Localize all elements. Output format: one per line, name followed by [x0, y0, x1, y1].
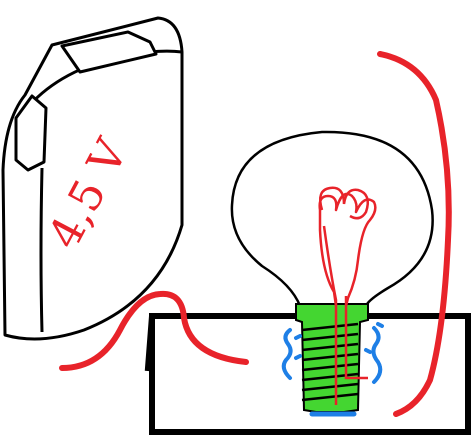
battery-body — [1, 16, 184, 341]
battery-terminal-left — [14, 94, 48, 172]
contact-left-marks — [294, 334, 302, 360]
battery-terminal-top — [60, 30, 158, 74]
wire-from-battery — [59, 290, 249, 371]
bulb-holder-box — [144, 313, 471, 435]
contact-right-marks — [364, 322, 384, 354]
holder-left-side — [149, 313, 471, 435]
filament-loop — [319, 186, 369, 220]
light-bulb — [230, 130, 434, 413]
filament-lead-left — [322, 225, 338, 405]
holder-contacts — [281, 322, 384, 417]
wires — [59, 51, 452, 417]
bulb-screw-threads — [301, 322, 359, 402]
filament-lead-right — [344, 296, 368, 380]
battery: 4,5 V — [1, 16, 184, 341]
bulb-glass — [230, 130, 434, 308]
wire-return — [377, 51, 452, 417]
contact-right — [371, 326, 383, 384]
battery-side-edge — [39, 167, 44, 333]
holder-right-top — [367, 313, 471, 435]
contact-left — [281, 328, 293, 380]
